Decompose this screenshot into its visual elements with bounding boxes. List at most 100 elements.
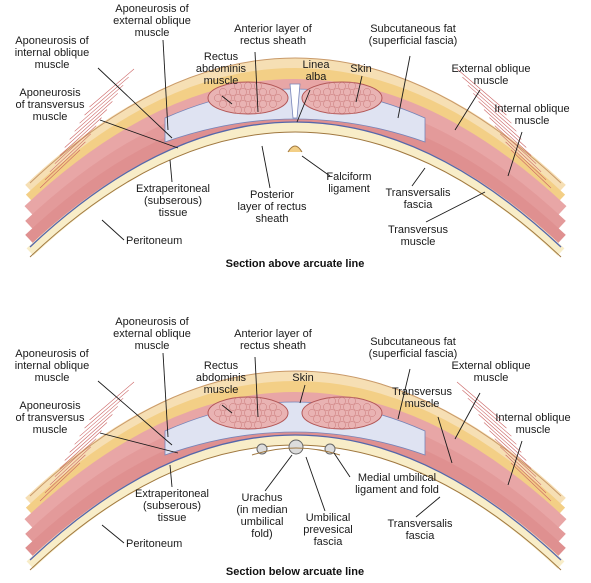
peritoneum-label-line: Peritoneum (126, 235, 182, 247)
muscle-cell (308, 94, 316, 102)
muscle-fiber (74, 93, 118, 132)
muscle-cell (338, 106, 346, 114)
trans-apo-leader (99, 119, 179, 149)
muscle-fiber (89, 381, 135, 421)
aponeurosis-transversus-label-line: of transversus (15, 99, 85, 111)
muscle-fiber (494, 125, 537, 164)
external-oblique-layer (24, 392, 567, 531)
muscle-fiber (54, 125, 97, 164)
subcutaneous-fat-layer (25, 68, 566, 204)
muscle-cell (323, 403, 331, 411)
external-oblique-label-line: muscle (474, 75, 509, 87)
skin-label-line: Skin (350, 63, 371, 75)
int-obl-apo-leader (97, 380, 173, 446)
muscle-cell (269, 88, 277, 96)
muscle-cell (244, 106, 252, 114)
muscle-cell (244, 94, 252, 102)
extraper-leader (169, 464, 173, 488)
peritoneum-label: Peritoneum (126, 538, 182, 550)
external-oblique-label-line: External oblique (452, 63, 531, 75)
med-umb-leader (333, 452, 351, 478)
aponeurosis-external-oblique-label-line: Aponeurosis of (115, 316, 189, 328)
peritoneum-leader (101, 219, 125, 241)
rectus-abdominis-label-line: Rectus (204, 51, 239, 63)
muscle-cell (328, 409, 336, 417)
caption-below-arcuate: Section below arcuate line (226, 566, 364, 578)
int-obl-leader (507, 440, 523, 486)
muscle-fiber (489, 430, 532, 469)
muscle-cell (259, 88, 267, 96)
muscle-cell (328, 421, 336, 429)
muscle-cell (229, 100, 237, 108)
aponeurosis-external-oblique-label-line: Aponeurosis of (115, 3, 189, 15)
muscle-fiber (505, 454, 547, 494)
muscle-fiber (462, 389, 507, 429)
external-oblique-label-line: muscle (474, 372, 509, 384)
muscle-cell (328, 397, 336, 405)
rectus-leader (221, 95, 233, 105)
muscle-cell (338, 421, 346, 429)
ext-obl-leader (454, 392, 481, 440)
aponeurosis-external-oblique-label-line: muscle (135, 27, 170, 39)
muscle-fiber (473, 93, 517, 132)
skin-label: Skin (292, 372, 313, 384)
extraperitoneal-label-line: (subserous) (144, 195, 202, 207)
subcutaneous-fat-label-line: (superficial fascia) (369, 35, 458, 47)
muscle-fiber (467, 397, 512, 437)
muscle-cell (353, 88, 361, 96)
muscle-cell (254, 82, 262, 90)
aponeurosis-internal-oblique-label-line: muscle (35, 59, 70, 71)
muscle-cell (313, 100, 321, 108)
peritoneum-label: Peritoneum (126, 235, 182, 247)
muscle-cell (343, 415, 351, 423)
muscle-cell (259, 403, 267, 411)
rectus-abdominis-left (207, 396, 289, 430)
trans-apo-leader (99, 432, 179, 454)
muscle-cell (244, 409, 252, 417)
muscle-fiber (79, 397, 124, 437)
peritoneum-line (29, 131, 562, 258)
umbilical-prevesical-label-line: fascia (314, 536, 344, 548)
subcutaneous-fat-label-line: (superficial fascia) (369, 348, 458, 360)
ext-obl-apo-leader (162, 39, 169, 131)
muscle-cell (249, 100, 257, 108)
transversus-leader (437, 416, 453, 464)
muscle-cell (328, 94, 336, 102)
falciform-ligament-label-line: ligament (328, 183, 370, 195)
skin-layer (25, 58, 566, 196)
aponeurosis-internal-oblique-label-line: Aponeurosis of (15, 35, 89, 47)
urachus-label-line: fold) (251, 528, 272, 540)
rectus-abdominis-label-line: abdominis (196, 372, 247, 384)
rectus-abdominis-label-line: Rectus (204, 360, 239, 372)
muscle-cell (348, 409, 356, 417)
subcut-leader (397, 368, 411, 420)
transversalis-leader (415, 496, 441, 518)
muscle-cell (254, 94, 262, 102)
aponeurosis-transversus-label-line: muscle (33, 111, 68, 123)
ant-rectus-leader (254, 51, 259, 113)
muscle-cell (343, 403, 351, 411)
muscle-cell (239, 403, 247, 411)
extraperitoneal-label-line: tissue (159, 207, 188, 219)
muscle-fiber (64, 109, 108, 148)
muscle-fiber (510, 462, 552, 502)
muscle-fiber (84, 76, 129, 116)
muscle-fiber (74, 406, 118, 445)
muscle-cell (214, 409, 222, 417)
muscle-cell (328, 82, 336, 90)
muscle-cell (353, 403, 361, 411)
subcut-leader (397, 55, 411, 119)
muscle-cell (274, 409, 282, 417)
muscle-cell (219, 100, 227, 108)
transversus-muscle-label-line: Transversus (388, 224, 449, 236)
